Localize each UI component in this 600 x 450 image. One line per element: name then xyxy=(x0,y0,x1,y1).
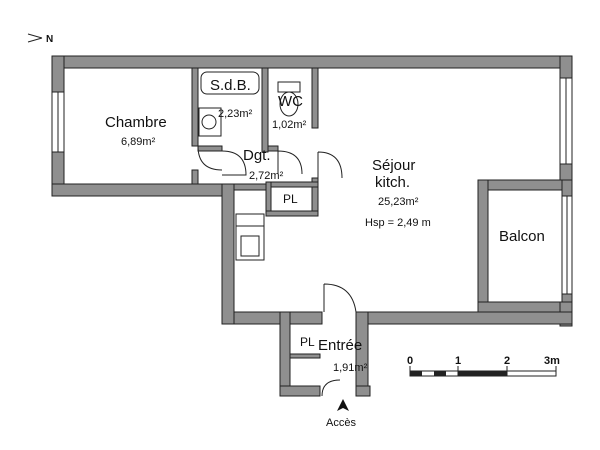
scale-tick-1: 1 xyxy=(455,355,461,367)
balcon-label: Balcon xyxy=(499,228,545,245)
north-arrow: N xyxy=(27,33,53,45)
access-label: Accès xyxy=(326,417,356,429)
door-swing-icon xyxy=(321,379,341,397)
chambre-area: 6,89m² xyxy=(121,136,156,148)
access-arrow-icon xyxy=(337,399,349,411)
fixtures xyxy=(198,71,301,261)
sejour-label-line1: Séjour xyxy=(372,157,415,174)
north-label: N xyxy=(46,34,53,45)
entree-label: Entrée xyxy=(318,337,362,354)
wc-area: 1,02m² xyxy=(272,119,307,131)
door-swing-icon xyxy=(323,283,357,313)
door-swing-icon xyxy=(317,151,343,179)
pl-dgt-label: PL xyxy=(283,192,298,206)
entree-area: 1,91m² xyxy=(333,362,368,374)
pl-entree-label: PL xyxy=(300,335,315,349)
scale-tick-2: 2 xyxy=(504,355,510,367)
scale-tick-0: 0 xyxy=(407,355,413,367)
dgt-area: 2,72m² xyxy=(249,170,284,182)
ceiling-height: Hsp = 2,49 m xyxy=(365,217,431,229)
access-marker: Accès xyxy=(326,399,356,429)
sdb-label: S.d.B. xyxy=(210,77,251,94)
door-swing-icon xyxy=(221,150,247,176)
scale-tick-3: 3m xyxy=(544,355,560,367)
sejour-label-line2: kitch. xyxy=(375,174,410,191)
scale-bar: 0 1 2 3m xyxy=(407,355,560,377)
toilet-icon xyxy=(277,81,301,117)
chambre-label: Chambre xyxy=(105,114,167,131)
room-labels: Chambre 6,89m² S.d.B. 2,23m² WC 1,02m² D… xyxy=(105,77,545,374)
door-swing-icon xyxy=(197,145,223,171)
kitchen-sink-icon xyxy=(235,213,265,261)
dgt-label: Dgt. xyxy=(243,147,271,164)
interior-walls xyxy=(191,67,321,359)
door-swing-icon xyxy=(277,150,303,175)
sejour-area: 25,23m² xyxy=(378,196,419,208)
north-arrow-icon xyxy=(27,33,43,43)
windows xyxy=(51,77,573,295)
bathtub-icon xyxy=(200,71,260,95)
wc-label: WC xyxy=(278,93,303,110)
doors xyxy=(197,145,357,397)
sdb-area: 2,23m² xyxy=(218,108,253,120)
